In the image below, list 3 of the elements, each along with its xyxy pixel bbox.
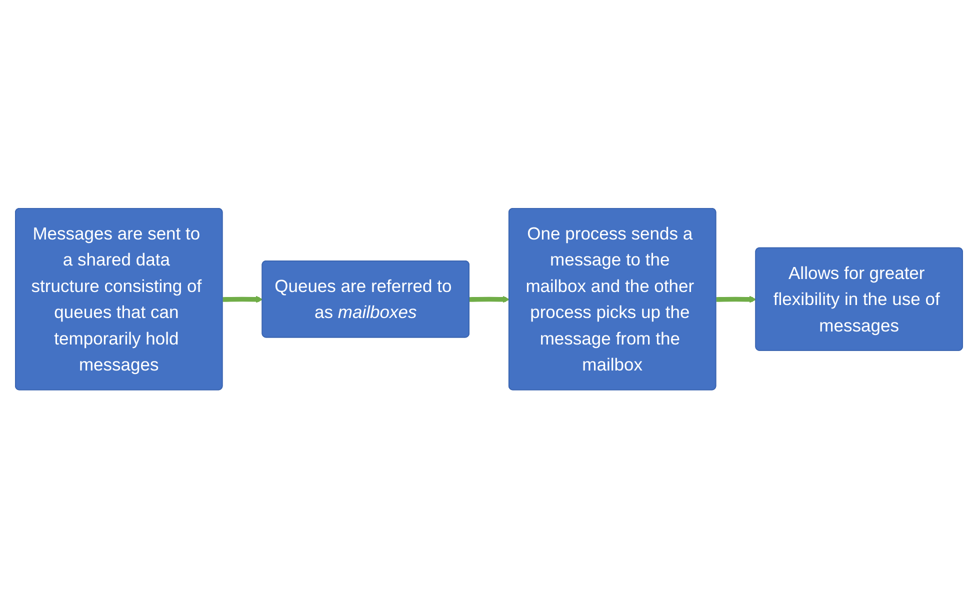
arrow — [468, 296, 510, 303]
arrow — [716, 296, 756, 303]
arrow — [222, 296, 262, 303]
